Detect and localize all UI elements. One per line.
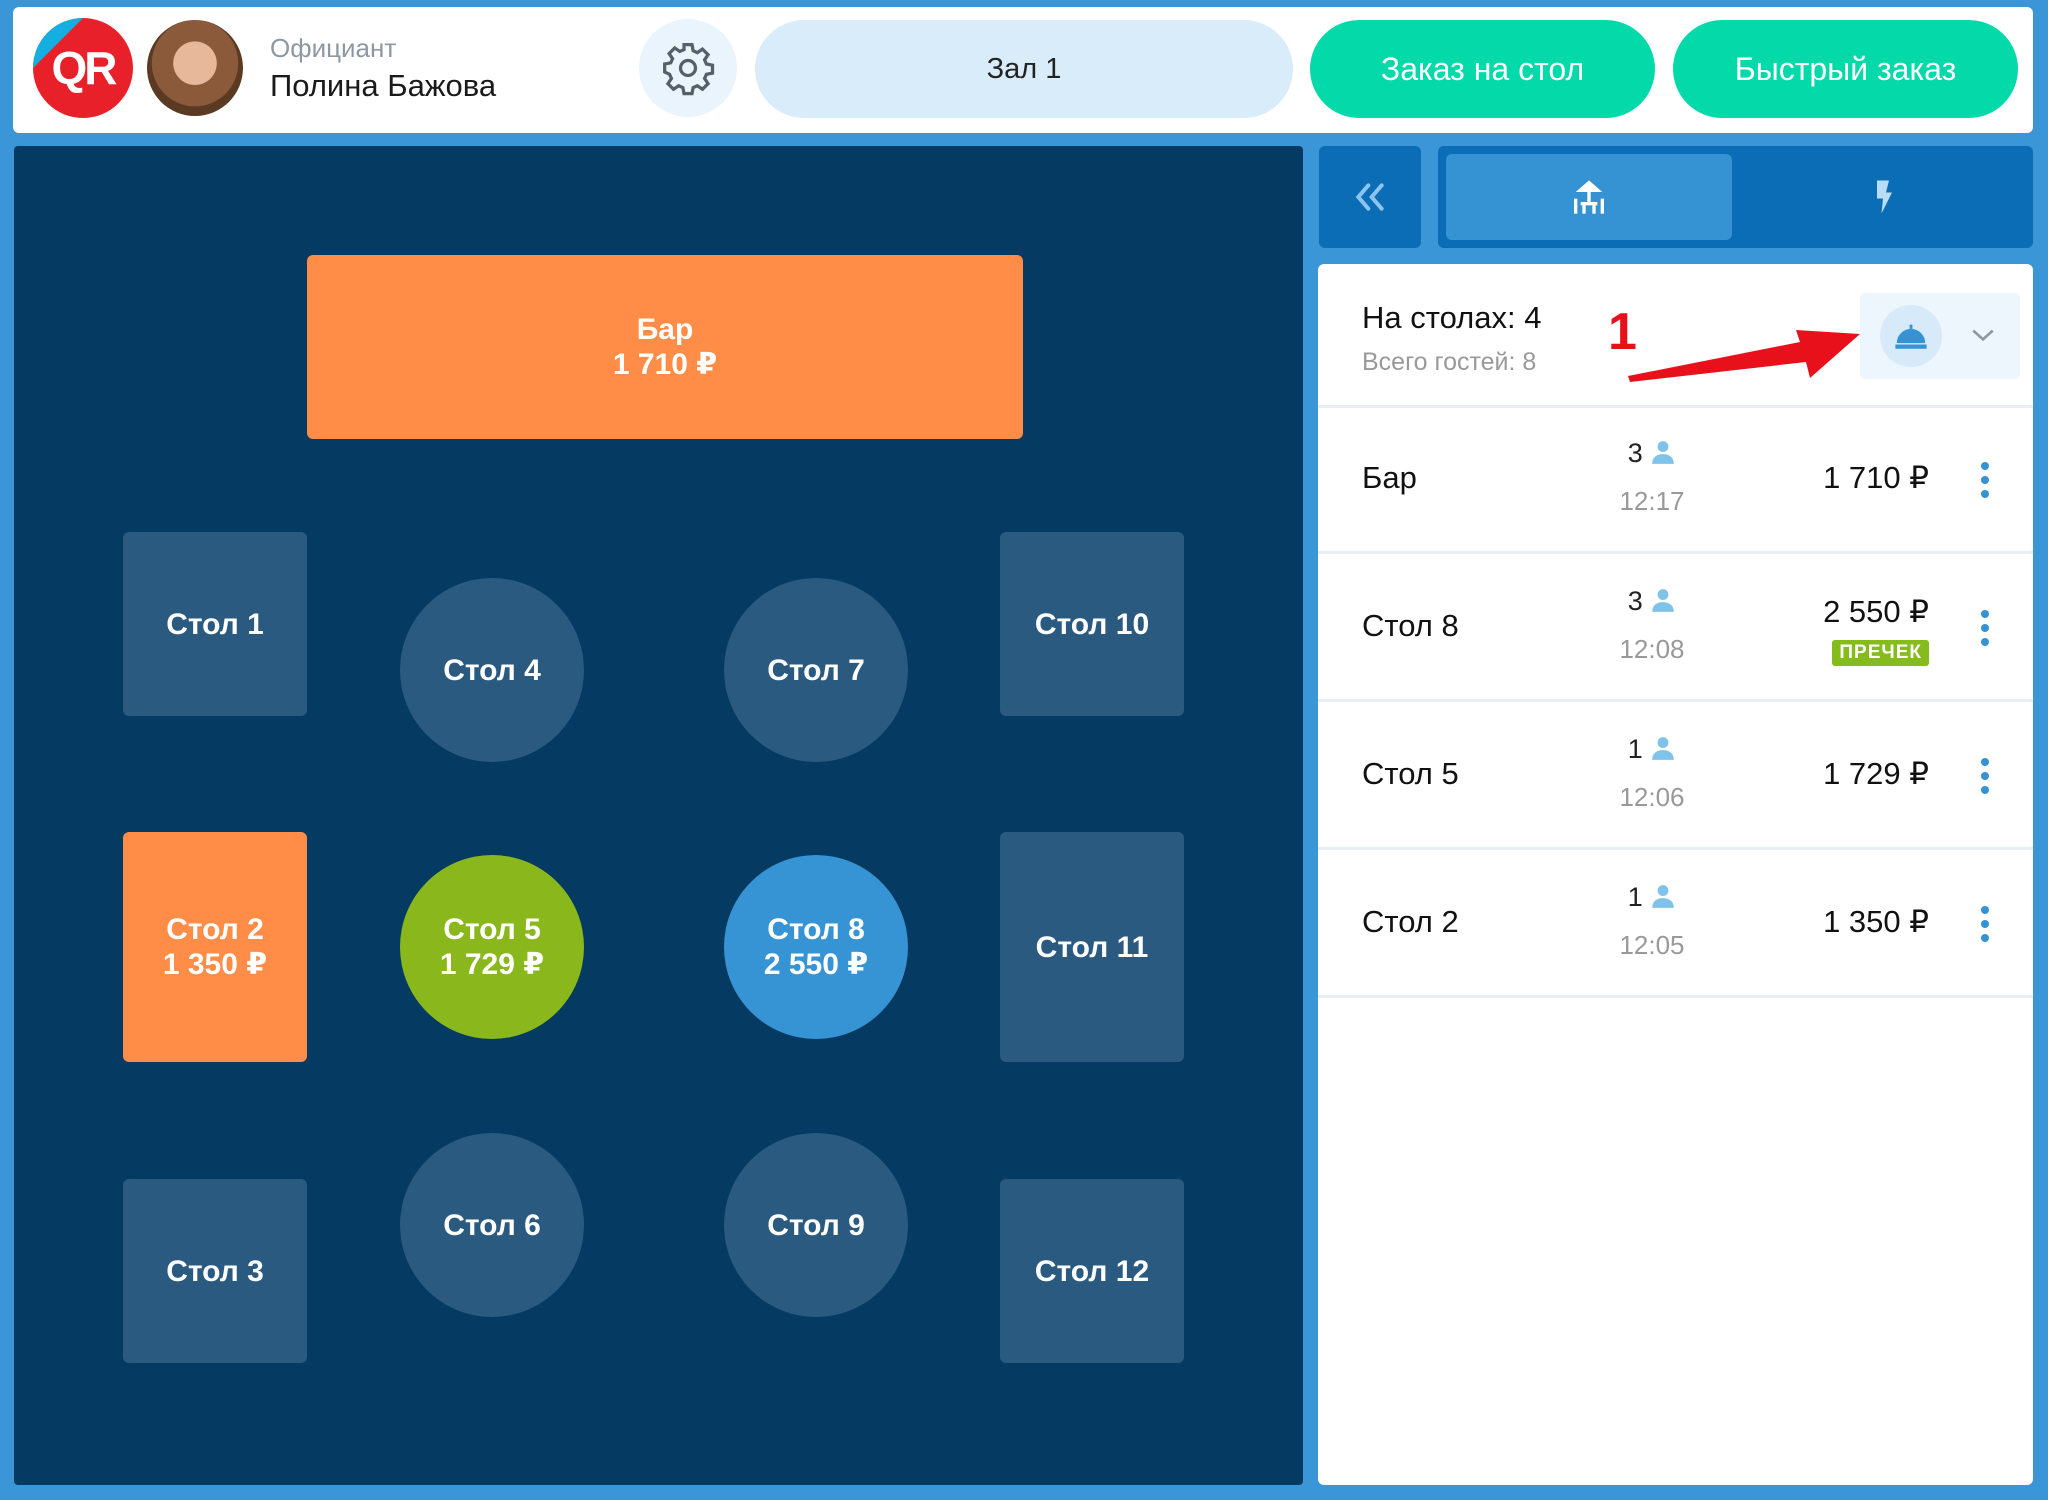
total-guests: Всего гостей: 8	[1362, 348, 1537, 376]
lightning-icon	[1877, 180, 1892, 214]
order-time: 12:08	[1619, 634, 1685, 664]
gear-icon	[663, 43, 715, 96]
person-icon	[1652, 589, 1675, 612]
more-vertical-icon[interactable]	[1978, 608, 1992, 648]
bell-button[interactable]	[1880, 305, 1942, 367]
hall-selector[interactable]: Зал 1	[755, 20, 1293, 118]
person-icon	[1652, 441, 1675, 464]
order-row[interactable]: Стол 8 3 12:08 2 550 ₽ ПРЕЧЕК	[1318, 554, 2033, 702]
active-orders-panel: На столах: 4 Всего гостей: 8	[1318, 264, 2033, 1485]
table-amount: 1 729 ₽	[439, 948, 545, 981]
table-amount: 1 710 ₽	[612, 348, 718, 381]
table-label: Стол 5	[443, 913, 541, 946]
order-amount: 1 350 ₽	[1823, 904, 1929, 939]
more-vertical-icon[interactable]	[1978, 904, 1992, 944]
person-icon	[1652, 737, 1675, 760]
table-label: Стол 9	[767, 1208, 865, 1242]
collapse-button[interactable]	[1319, 146, 1421, 248]
avatar[interactable]	[147, 20, 243, 116]
order-to-table-button[interactable]: Заказ на стол	[1310, 20, 1655, 118]
service-bell-icon	[1895, 324, 1927, 349]
logo-text: QR	[51, 42, 118, 94]
order-amount: 1 729 ₽	[1823, 756, 1929, 791]
tab-tables[interactable]	[1446, 154, 1732, 240]
table-label: Стол 7	[767, 653, 865, 687]
more-vertical-icon[interactable]	[1978, 756, 1992, 796]
order-time: 12:05	[1619, 930, 1685, 960]
table-1[interactable]: Стол 1	[123, 532, 307, 716]
filter-dropdown[interactable]	[1860, 293, 2020, 379]
person-icon	[1652, 885, 1675, 908]
table-label: Стол 1	[166, 607, 264, 641]
panel-tabs	[1438, 146, 2033, 248]
order-amount: 2 550 ₽	[1823, 594, 1929, 629]
more-vertical-icon[interactable]	[1978, 460, 1992, 500]
table-label: Стол 8	[767, 913, 865, 946]
order-table-name: Стол 2	[1362, 904, 1459, 939]
annotation-arrow	[1628, 330, 1860, 382]
table-3[interactable]: Стол 3	[123, 1179, 307, 1363]
table-label: Стол 4	[443, 653, 541, 687]
table-9[interactable]: Стол 9	[724, 1133, 908, 1317]
guest-number: 3	[1627, 586, 1643, 616]
qr-logo: QR	[33, 18, 133, 118]
guest-number: 3	[1627, 438, 1643, 468]
guest-count: 3	[1602, 438, 1702, 469]
table-label: Стол 3	[166, 1254, 264, 1288]
user-role: Официант	[270, 33, 397, 63]
table-icon	[1574, 180, 1604, 214]
table-7[interactable]: Стол 7	[724, 578, 908, 762]
table-amount: 1 350 ₽	[162, 948, 268, 981]
table-10[interactable]: Стол 10	[1000, 532, 1184, 716]
annotation-number: 1	[1608, 303, 1637, 361]
settings-button[interactable]	[639, 19, 737, 117]
table-12[interactable]: Стол 12	[1000, 1179, 1184, 1363]
user-name: Полина Бажова	[270, 68, 497, 103]
guest-number: 1	[1627, 882, 1643, 912]
quick-order-button[interactable]: Быстрый заказ	[1673, 20, 2018, 118]
table-label: Стол 11	[1035, 930, 1149, 964]
guest-count: 3	[1602, 586, 1702, 617]
tab-quick-orders[interactable]	[1740, 154, 2026, 240]
table-11[interactable]: Стол 11	[1000, 832, 1184, 1062]
guest-number: 1	[1627, 734, 1643, 764]
double-chevron-left-icon	[1355, 183, 1384, 211]
order-table-name: Стол 8	[1362, 608, 1459, 643]
order-time: 12:06	[1619, 782, 1685, 812]
order-amount: 1 710 ₽	[1823, 460, 1929, 495]
order-row[interactable]: Стол 5 1 12:06 1 729 ₽	[1318, 702, 2033, 850]
table-label: Стол 12	[1034, 1254, 1150, 1288]
order-table-name: Бар	[1362, 460, 1417, 495]
precheck-badge: ПРЕЧЕК	[1832, 640, 1929, 666]
order-row[interactable]: Стол 2 1 12:05 1 350 ₽	[1318, 850, 2033, 998]
order-row[interactable]: Бар 3 12:17 1 710 ₽	[1318, 406, 2033, 554]
order-table-name: Стол 5	[1362, 756, 1459, 791]
guest-count: 1	[1602, 882, 1702, 913]
table-amount: 2 550 ₽	[763, 948, 869, 981]
order-time: 12:17	[1619, 486, 1685, 516]
divider	[1318, 405, 2033, 408]
table-label: Стол 6	[443, 1208, 541, 1242]
table-6[interactable]: Стол 6	[400, 1133, 584, 1317]
table-label: Стол 2	[166, 913, 264, 946]
table-label: Бар	[636, 313, 694, 346]
on-tables-count: На столах: 4	[1362, 300, 1542, 335]
table-label: Стол 10	[1034, 607, 1150, 641]
chevron-down-icon	[1972, 329, 1994, 342]
guest-count: 1	[1602, 734, 1702, 765]
table-4[interactable]: Стол 4	[400, 578, 584, 762]
